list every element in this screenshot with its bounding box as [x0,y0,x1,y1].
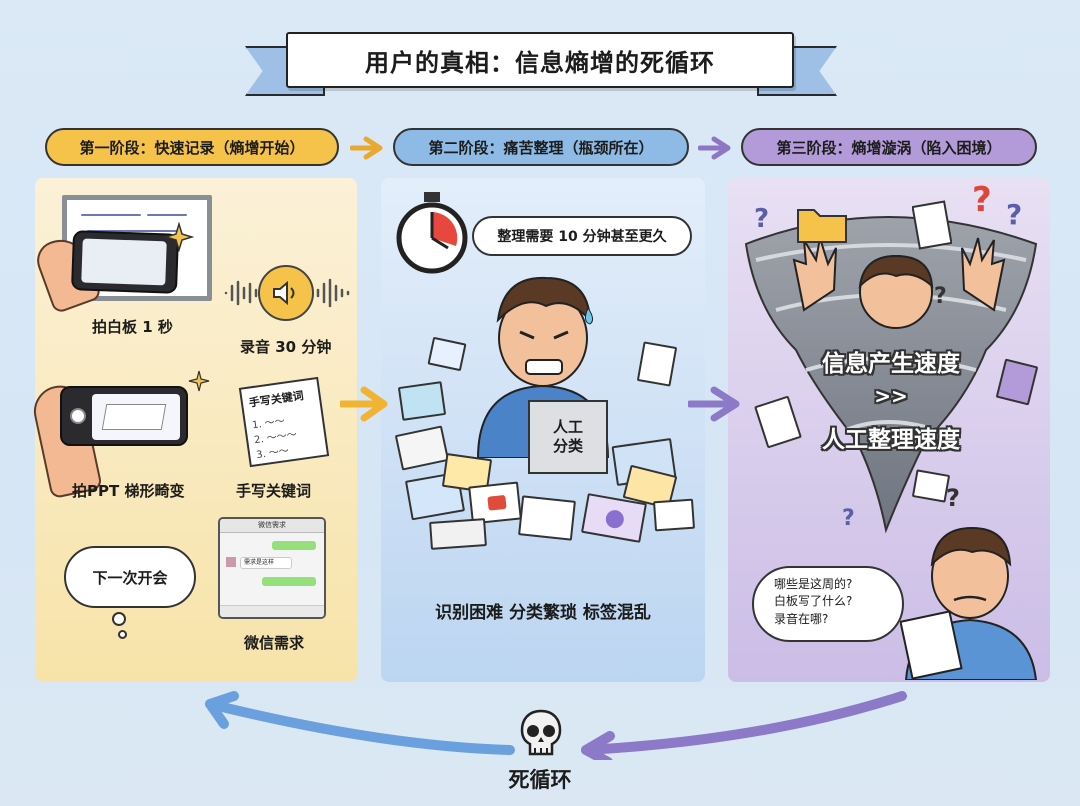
whiteboard-photo-icon [70,230,180,294]
ppt-photo-icon [60,386,188,446]
folder-icon [797,209,847,243]
page-title: 用户的真相：信息熵增的死循环 [286,32,794,88]
question-mark-icon: ? [934,284,947,309]
loop-label: 死循环 [508,768,572,792]
manual-sort-box: 人工 分类 [528,400,608,474]
document-icon [912,200,952,250]
stage-2-caption: 识别困难 分类繁琐 标签混乱 [435,603,651,623]
confused-person-illustration [900,526,1038,680]
arrow-right-icon [350,136,383,160]
stage-1-label: 第一阶段：快速记录（熵增开始） [45,128,339,166]
document-icon [429,518,487,550]
tornado-line-1: 信息产生速度 [822,351,960,377]
audio-speaker-icon [258,265,314,321]
question-2: 白板写了什么? [774,594,853,609]
sound-wave-icon [224,280,258,306]
caption-wechat: 微信需求 [244,634,305,652]
audio-file-icon [518,495,576,541]
question-bubble: 哪些是这周的? 白板写了什么? 录音在哪? [752,566,904,642]
question-mark-icon: ? [972,180,992,220]
sparkle-icon [188,370,210,392]
caption-audio: 录音 30 分钟 [240,338,332,356]
stage-2-label: 第二阶段：痛苦整理（瓶颈所在） [393,128,689,166]
document-icon [653,498,695,532]
question-mark-icon: ? [946,484,960,512]
question-mark-icon: ? [842,506,855,531]
thought-bubble: 下一次开会 [64,546,196,608]
stopwatch-icon [396,192,468,274]
question-mark-icon: ? [1006,198,1023,231]
tornado-line-2: >> [874,384,908,408]
sound-wave-icon [316,278,350,308]
note-title: 手写关键词 [248,389,305,410]
question-1: 哪些是这周的? [774,577,853,591]
trapped-person-illustration [792,237,1006,329]
wechat-chat-icon: 微信需求 需求是这样 [218,517,326,619]
caption-handwriting: 手写关键词 [236,482,312,500]
skull-icon [520,709,562,756]
arrow-right-icon [698,136,731,160]
timer-bubble: 整理需要 10 分钟甚至更久 [472,216,692,256]
image-file-icon [397,381,447,421]
loop-arrow-left [205,691,515,755]
arrow-right-icon [688,386,740,422]
question-3: 录音在哪? [774,611,829,626]
stage-3-label: 第三阶段：熵增漩涡（陷入困境） [741,128,1037,166]
document-icon [911,469,951,503]
question-mark-icon: ? [754,204,770,234]
sparkle-icon [164,222,194,252]
tornado-line-3: 人工整理速度 [822,427,960,453]
caption-whiteboard: 拍白板 1 秒 [92,318,173,336]
audio-file-icon [636,341,678,387]
handwritten-note-icon: 手写关键词 1. ～～ 2. ～～～ 3. ～～ [238,376,330,468]
loop-arrow-right [581,691,907,760]
arrow-right-icon [340,386,388,422]
caption-ppt: 拍PPT 梯形畸变 [72,482,185,500]
